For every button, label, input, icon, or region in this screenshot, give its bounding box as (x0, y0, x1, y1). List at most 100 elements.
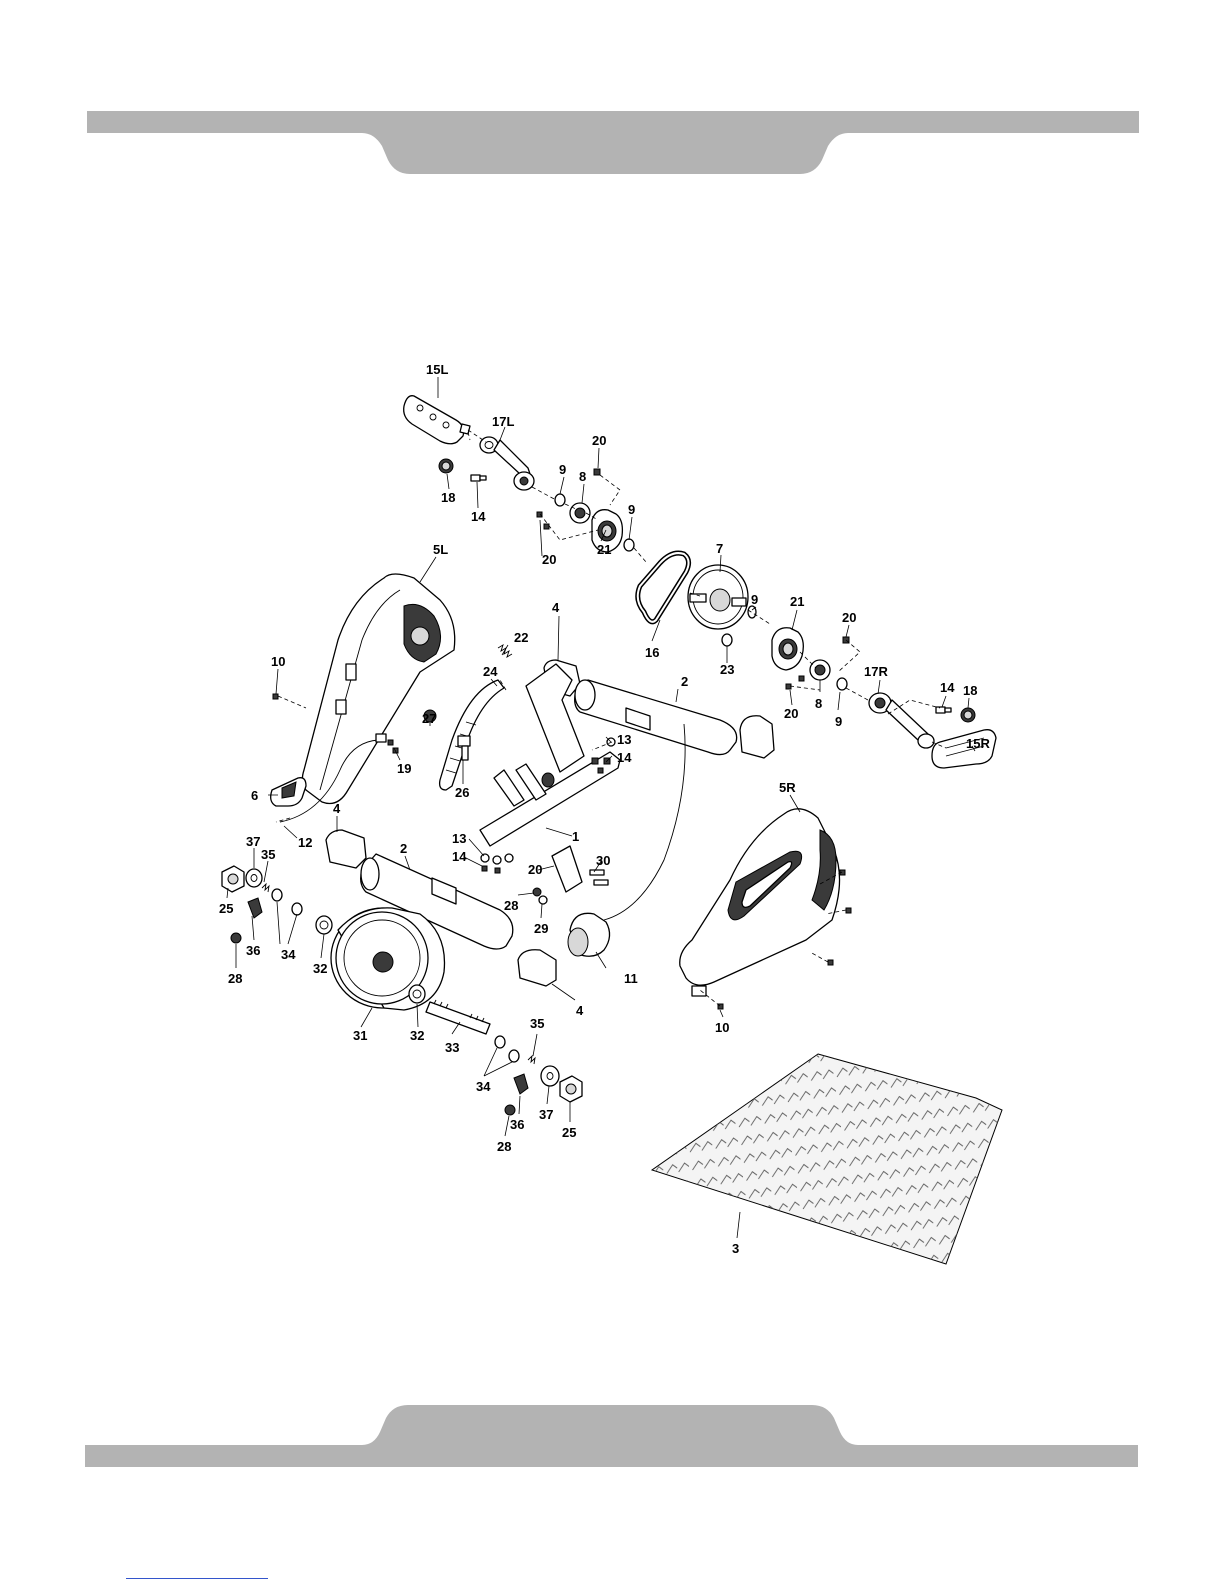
label-9-b: 9 (628, 502, 635, 517)
part-33-axle (426, 1000, 490, 1034)
label-34-b: 34 (476, 1079, 491, 1094)
label-13-a: 13 (617, 732, 631, 747)
part-18-cap-right (961, 708, 975, 722)
label-8-b: 8 (815, 696, 822, 711)
part-9-clip-a (555, 494, 565, 506)
label-5R: 5R (779, 780, 796, 795)
part-8-bearing-right (810, 660, 830, 680)
label-20-e: 20 (528, 862, 542, 877)
label-15R: 15R (966, 736, 990, 751)
part-14-bolts-d (482, 866, 500, 873)
part-14-bolt-right (936, 707, 951, 713)
label-17R: 17R (864, 664, 888, 679)
label-4-c: 4 (576, 1003, 584, 1018)
label-34-a: 34 (281, 947, 296, 962)
part-5R-side-cover-right (680, 809, 840, 996)
part-24-brake-strap (440, 680, 504, 790)
label-2-b: 2 (400, 841, 407, 856)
part-32-spacer-left (316, 916, 332, 934)
label-24: 24 (483, 664, 498, 679)
part-9-clip-d (837, 678, 847, 690)
part-15L-pedal-left (404, 396, 470, 444)
label-18-b: 18 (963, 683, 977, 698)
part-20-screws-d (786, 676, 804, 689)
label-19: 19 (397, 761, 411, 776)
part-25-nut-left (222, 866, 244, 892)
label-28-b: 28 (228, 971, 242, 986)
label-20-a: 20 (592, 433, 606, 448)
part-22-spring (498, 645, 512, 657)
label-10-b: 10 (715, 1020, 729, 1035)
label-16: 16 (645, 645, 659, 660)
part-28-nut-left (231, 933, 241, 943)
label-37-a: 37 (246, 834, 260, 849)
part-13-washers-b (481, 854, 513, 864)
label-13-b: 13 (452, 831, 466, 846)
part-21-flange-right (772, 628, 803, 670)
part-30-bolts (590, 870, 608, 885)
part-29-washer-center (539, 896, 547, 904)
label-17L: 17L (492, 414, 514, 429)
part-32-spacer-right (409, 985, 425, 1003)
label-9-d: 9 (835, 714, 842, 729)
part-8-bearing-left (570, 503, 590, 523)
part-2-tube-rear (575, 680, 737, 755)
label-14-d: 14 (452, 849, 467, 864)
label-14-c: 14 (617, 750, 632, 765)
part-7-pulley (688, 565, 748, 629)
label-9-c: 9 (751, 592, 758, 607)
part-19-screws (388, 740, 398, 753)
label-35-a: 35 (261, 847, 275, 862)
label-4-b: 4 (333, 801, 341, 816)
part-36-bracket-left (248, 898, 262, 918)
label-33: 33 (445, 1040, 459, 1055)
part-28-nut-center (533, 888, 541, 896)
part-35-spring-left (262, 884, 269, 892)
label-18-a: 18 (441, 490, 455, 505)
label-20-b: 20 (542, 552, 556, 567)
label-20-d: 20 (784, 706, 798, 721)
label-28-a: 28 (504, 898, 518, 913)
label-21-b: 21 (790, 594, 804, 609)
part-14-bolt-left (471, 475, 486, 481)
part-3-floor-mat (652, 1054, 1002, 1264)
part-36-bracket-right (514, 1074, 528, 1094)
label-8-a: 8 (579, 469, 586, 484)
label-23: 23 (720, 662, 734, 677)
label-21-a: 21 (597, 542, 611, 557)
label-2-a: 2 (681, 674, 688, 689)
label-25-b: 25 (562, 1125, 576, 1140)
bottom-footer-band (85, 1405, 1138, 1467)
part-31-flywheel (331, 908, 445, 1010)
label-6: 6 (251, 788, 258, 803)
label-37-b: 37 (539, 1107, 553, 1122)
label-25-a: 25 (219, 901, 233, 916)
part-9-clip-b (624, 539, 634, 551)
part-4-cap-front-right (518, 950, 556, 986)
part-4-cap-rear-right (740, 716, 774, 758)
label-22: 22 (514, 630, 528, 645)
part-17L-crank-left (480, 437, 534, 490)
label-3: 3 (732, 1241, 739, 1256)
footer-link-underline (126, 1578, 268, 1579)
part-20-screw-a (594, 469, 600, 475)
label-14-b: 14 (940, 680, 955, 695)
label-30: 30 (596, 853, 610, 868)
label-20-c: 20 (842, 610, 856, 625)
label-32-b: 32 (410, 1028, 424, 1043)
part-5L-side-cover-left (302, 574, 454, 804)
label-7: 7 (716, 541, 723, 556)
part-6-console (271, 778, 306, 806)
part-37-washer-left (246, 869, 262, 887)
label-31: 31 (353, 1028, 367, 1043)
label-32-a: 32 (313, 961, 327, 976)
label-4-a: 4 (552, 600, 560, 615)
label-35-b: 35 (530, 1016, 544, 1031)
part-28-nut-right (505, 1105, 515, 1115)
top-header-band (87, 111, 1139, 174)
part-35-spring-right (528, 1056, 535, 1064)
label-28-c: 28 (497, 1139, 511, 1154)
label-15L: 15L (426, 362, 448, 377)
